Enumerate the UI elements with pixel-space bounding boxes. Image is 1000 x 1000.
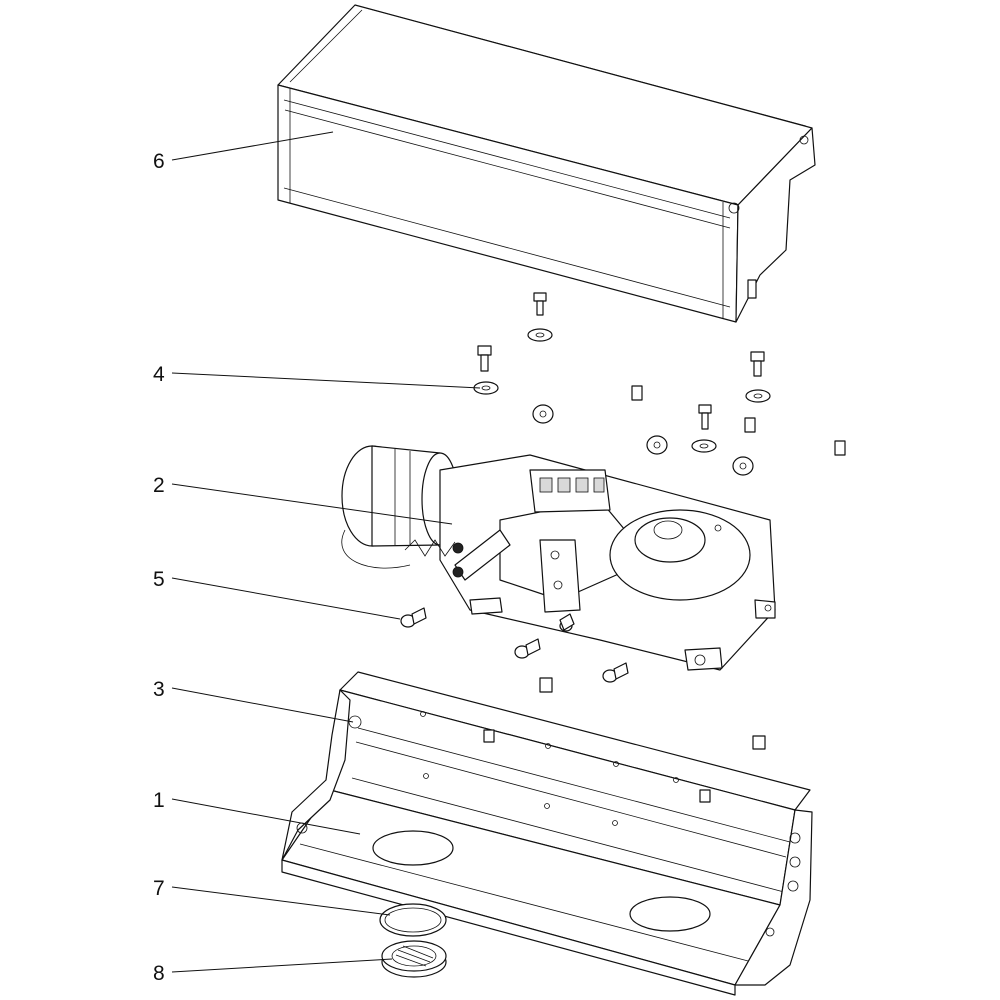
- screw-part-5: [400, 607, 766, 750]
- slot-nut-icon: [539, 677, 553, 693]
- leader-line-1: [171, 798, 361, 835]
- cover-part-6: [277, 4, 816, 323]
- callout-label-4: 4: [153, 363, 165, 386]
- base-profile-part-1: [281, 671, 813, 996]
- callout-label-3: 3: [153, 678, 165, 701]
- washer-icon: [745, 389, 771, 403]
- washer-icon: [646, 435, 668, 455]
- leader-line-6: [171, 131, 334, 161]
- screw-icon: [559, 613, 575, 632]
- callout-label-7: 7: [153, 877, 165, 900]
- washer-icon: [732, 456, 754, 476]
- callout-label-6: 6: [153, 150, 165, 173]
- leader-line-8: [171, 958, 393, 973]
- washer-icon: [532, 404, 554, 424]
- leader-line-2: [171, 483, 453, 525]
- callout-label-2: 2: [153, 474, 165, 497]
- screw-icon: [514, 638, 541, 659]
- screw-icon: [477, 345, 492, 372]
- drive-unit-part-2: [341, 445, 776, 671]
- slot-nut-icon: [752, 735, 766, 750]
- slot-nut-icon: [834, 440, 846, 456]
- slot-nut-icon: [631, 385, 643, 401]
- screw-icon: [533, 292, 547, 316]
- callout-label-5: 5: [153, 568, 165, 591]
- o-ring-part-7: [379, 903, 447, 937]
- leader-line-7: [171, 886, 391, 916]
- leader-line-3: [171, 687, 354, 723]
- screw-icon: [602, 662, 629, 683]
- washer-icon: [691, 439, 717, 453]
- screw-icon: [698, 404, 712, 430]
- washer-icon: [527, 328, 553, 342]
- slot-nut-icon: [744, 417, 756, 433]
- fasteners-group: [473, 292, 846, 476]
- screw-icon: [750, 351, 765, 377]
- screw-icon: [400, 607, 427, 628]
- leader-line-5: [171, 577, 401, 620]
- callout-label-1: 1: [153, 789, 165, 812]
- grommet-cap-part-8: [381, 940, 447, 978]
- callout-label-8: 8: [153, 962, 165, 985]
- leader-line-4: [171, 372, 481, 389]
